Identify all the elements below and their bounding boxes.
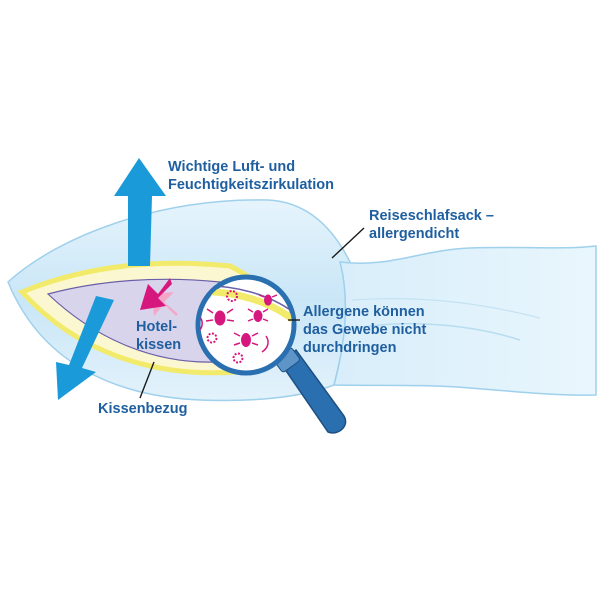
airflow-up-arrow: [114, 158, 166, 266]
label-airflow: Wichtige Luft- und Feuchtigkeitszirkulat…: [168, 158, 334, 194]
label-pillowcase: Kissenbezug: [98, 400, 187, 418]
dust-mite: [258, 294, 278, 306]
allergen-particle: [232, 352, 244, 364]
dust-mite: [233, 332, 259, 347]
allergen-arrow-magenta: [140, 278, 172, 310]
leader-line-sleeping-bag: [331, 227, 365, 259]
label-sleeping-bag: Reiseschlafsack – allergendicht: [369, 207, 494, 243]
magnifier-handle: [278, 348, 347, 434]
label-airflow-line1: Wichtige Luft- und: [168, 159, 296, 175]
label-allergens-line3: durchdringen: [303, 340, 397, 356]
tail-fold-line-2: [351, 297, 541, 319]
label-hotel-pillow: Hotel- kissen: [136, 318, 181, 354]
label-hotel-pillow-line2: kissen: [136, 337, 182, 353]
sleeping-bag-tail: [333, 245, 597, 396]
allergen-hair: [261, 335, 269, 353]
leader-line-pillowcase: [139, 361, 155, 399]
allergen-particle: [226, 290, 238, 302]
label-allergens-line1: Allergene können: [303, 304, 425, 320]
label-allergens: Allergene können das Gewebe nicht durchd…: [303, 303, 426, 357]
label-pillowcase-text: Kissenbezug: [98, 401, 188, 417]
airflow-down-arrow: [56, 296, 114, 400]
allergen-arrow-pink: [152, 292, 178, 316]
dust-mite: [247, 308, 269, 322]
allergen-hair: [200, 315, 203, 331]
label-hotel-pillow-line1: Hotel-: [136, 319, 178, 335]
label-sleeping-bag-line2: allergendicht: [369, 226, 460, 242]
label-sleeping-bag-line1: Reiseschlafsack –: [369, 208, 494, 224]
label-airflow-line2: Feuchtigkeitszirkulation: [168, 177, 334, 193]
dust-mite: [205, 308, 235, 326]
tail-fold-line: [349, 322, 521, 341]
allergen-particle: [206, 332, 218, 344]
label-allergens-line2: das Gewebe nicht: [303, 322, 427, 338]
